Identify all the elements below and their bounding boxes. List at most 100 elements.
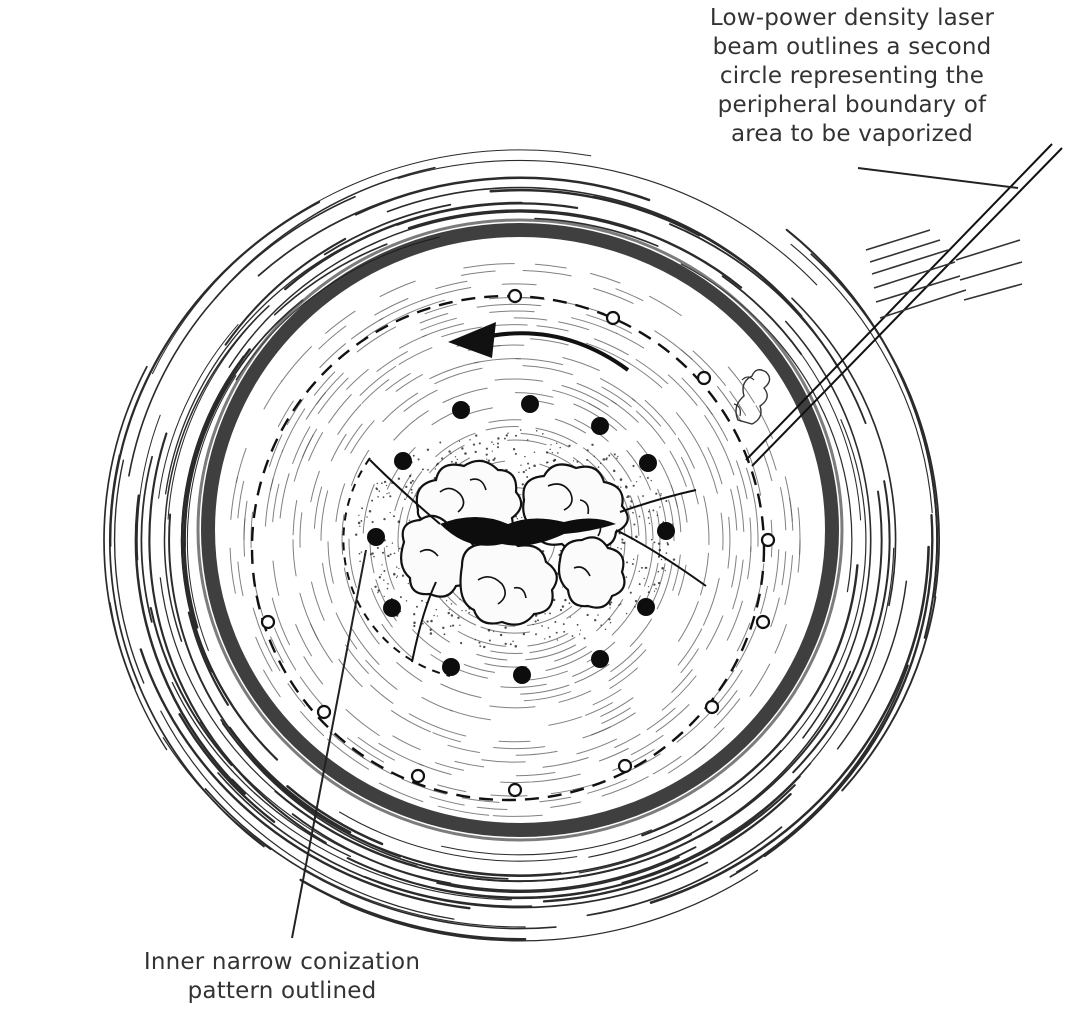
face-stroke [750,518,751,552]
stipple-dot [355,533,357,535]
filled-dot-icon [637,598,655,616]
stipple-dot [620,548,622,550]
stipple-dot [486,458,487,459]
stipple-dot [393,515,395,517]
face-stroke [300,593,319,640]
stipple-dot [383,570,385,572]
face-stroke [230,548,235,593]
stipple-dot [360,520,362,522]
face-stroke [319,326,346,349]
face-stroke [351,450,368,485]
stipple-dot [648,586,649,587]
face-stroke [516,773,555,776]
stipple-dot [620,603,622,605]
face-stroke [321,491,328,541]
stipple-dot [594,456,595,457]
face-stroke [586,343,623,360]
stipple-dot [359,526,360,527]
stipple-dot [522,484,523,485]
stipple-dot [400,596,402,598]
face-stroke [756,406,772,439]
stipple-dot [626,496,628,498]
face-stroke [293,501,297,535]
stipple-dot [523,633,525,635]
face-stroke [785,556,793,605]
stipple-dot [660,495,661,496]
stipple-dot [383,518,385,520]
face-stroke [650,296,682,315]
face-stroke [653,756,681,774]
face-stroke [464,665,494,673]
face-stroke [670,451,686,486]
stipple-dot [659,549,662,552]
face-stroke [549,717,582,726]
stipple-dot [366,516,367,517]
face-stroke [677,709,714,742]
stipple-dot [386,485,387,486]
stipple-dot [513,448,515,450]
stipple-dot [388,556,389,557]
callout-line: pattern outlined [92,977,472,1006]
stipple-dot [534,452,536,454]
stipple-dot [563,623,565,625]
face-stroke [516,751,557,755]
stipple-dot [623,542,625,544]
face-stroke [363,485,374,534]
stipple-dot [634,606,636,608]
stipple-dot [475,639,476,640]
stipple-dot [359,553,361,555]
stipple-dot [546,462,548,464]
stipple-dot [381,574,382,575]
stipple-dot [665,570,666,571]
stipple-dot [560,609,562,611]
face-stroke [537,326,568,331]
stipple-dot [639,571,640,572]
face-stroke [551,802,581,807]
face-stroke [728,517,730,568]
stipple-dot [535,633,537,635]
stipple-dot [427,469,429,471]
face-stroke [493,815,542,816]
stipple-dot [584,637,586,639]
face-stroke [781,488,786,530]
stipple-dot [649,523,650,524]
face-stroke [349,539,356,588]
hollow-dot-icon [619,760,631,772]
stipple-dot [655,588,657,590]
stipple-dot [644,578,645,579]
stipple-dot [639,583,641,585]
callout-line: Inner narrow conization [92,948,472,977]
stipple-dot [397,575,398,576]
stipple-dot [441,457,443,459]
stipple-dot [398,568,399,569]
stipple-dot [359,560,361,562]
stipple-dot [452,625,454,627]
stipple-dot [358,522,361,525]
stipple-dot [461,610,462,611]
stipple-dot [486,448,488,450]
face-stroke [737,461,748,499]
stipple-dot [553,460,555,462]
stipple-dot [657,571,659,573]
face-stroke [422,288,471,301]
hollow-dot-icon [762,534,774,546]
stipple-dot [529,467,531,469]
stipple-dot [464,452,467,455]
stipple-dot [537,619,539,621]
stipple-dot [475,451,477,453]
stipple-dot [384,596,385,597]
stipple-dot [587,449,589,451]
stipple-dot [625,486,628,489]
stipple-dot [505,643,507,645]
face-stroke [270,450,282,490]
face-stroke [611,453,632,481]
lesion-lobe-lower-right [559,537,624,607]
stipple-dot [430,632,433,635]
tissue-stroke [215,168,435,299]
face-stroke [502,284,536,285]
face-stroke [443,388,487,402]
stipple-dot [512,640,514,642]
face-stroke [511,304,541,305]
stipple-dot [651,480,652,481]
